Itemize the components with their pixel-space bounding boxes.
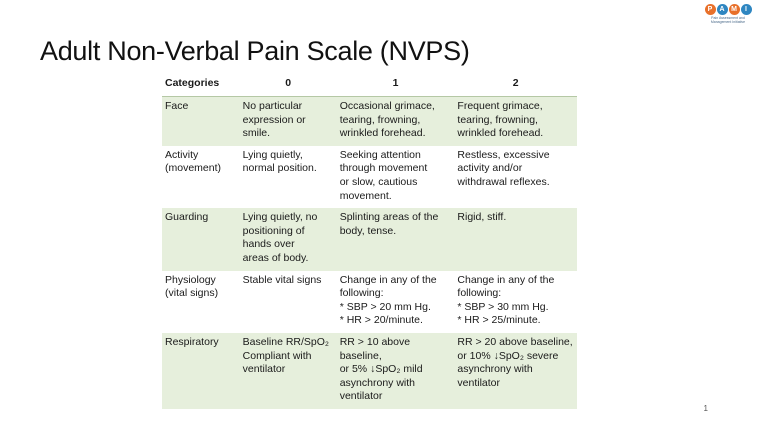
score-1-cell: Occasional grimace, tearing, frowning, w…: [336, 96, 455, 146]
table-row-activity: Activity (movement) Lying quietly, norma…: [162, 145, 577, 209]
category-cell: Guarding: [162, 208, 240, 271]
cell-text: Splinting areas of the body, tense.: [339, 211, 439, 237]
score-1-cell: Seeking attention through movement or sl…: [336, 145, 455, 209]
score-2-cell: Restless, excessive activity and/or with…: [454, 145, 577, 209]
category-label: Activity (movement): [165, 148, 222, 175]
table-row-guarding: Guarding Lying quietly, no positioning o…: [162, 208, 577, 271]
category-label: Guarding: [165, 211, 209, 224]
score-0-cell: Baseline RR/SpO₂ Compliant with ventilat…: [239, 332, 337, 409]
cell-text: Lying quietly, normal position.: [242, 148, 317, 175]
logo-tagline: Pain Assessment and Management Initiativ…: [710, 16, 746, 24]
score-2-cell: RR > 20 above baseline, or 10% ↓SpO₂ sev…: [454, 332, 577, 409]
category-cell: Activity (movement): [162, 145, 240, 209]
cell-text: Seeking attention through movement or sl…: [339, 148, 428, 202]
score-1-cell: Splinting areas of the body, tense.: [336, 208, 455, 271]
pami-logo: P A M I Pain Assessment and Management I…: [702, 4, 754, 28]
nvps-table: Categories 0 1 2 Face No particular expr…: [162, 74, 577, 409]
logo-badges: P A M I: [702, 4, 754, 15]
table-header-row: Categories 0 1 2: [162, 74, 577, 97]
page-number: 1: [703, 404, 708, 413]
cell-text: Lying quietly, no positioning of hands o…: [242, 211, 318, 264]
score-0-cell: Stable vital signs: [239, 270, 337, 333]
score-0-cell: No particular expression or smile.: [239, 96, 337, 146]
logo-letter: P: [704, 4, 716, 15]
header-score-2: 2: [454, 74, 577, 97]
category-cell: Face: [162, 96, 240, 146]
cell-text: RR > 10 above baseline, or 5% ↓SpO₂ mild…: [339, 335, 423, 403]
header-score-1: 1: [336, 74, 455, 97]
table-row-respiratory: Respiratory Baseline RR/SpO₂ Compliant w…: [162, 332, 577, 409]
score-0-cell: Lying quietly, normal position.: [239, 145, 337, 209]
score-2-cell: Frequent grimace, tearing, frowning, wri…: [454, 96, 577, 146]
cell-text: Stable vital signs: [242, 273, 322, 286]
cell-text: Baseline RR/SpO₂ Compliant with ventilat…: [242, 335, 330, 376]
logo-letter: I: [740, 4, 752, 15]
logo-letter: M: [728, 4, 740, 15]
score-1-cell: Change in any of the following: * SBP > …: [336, 270, 455, 333]
category-cell: Respiratory: [162, 332, 240, 409]
table-row-physiology: Physiology (vital signs) Stable vital si…: [162, 270, 577, 333]
logo-letter: A: [716, 4, 728, 15]
category-label: Face: [165, 100, 189, 112]
score-1-cell: RR > 10 above baseline, or 5% ↓SpO₂ mild…: [336, 332, 455, 409]
cell-text: Change in any of the following: * SBP > …: [339, 273, 437, 327]
table-row-face: Face No particular expression or smile. …: [162, 96, 577, 146]
cell-text: Frequent grimace, tearing, frowning, wri…: [457, 100, 544, 140]
header-score-0: 0: [239, 74, 337, 97]
category-label: Physiology (vital signs): [165, 273, 219, 300]
header-categories: Categories: [162, 74, 240, 97]
category-label: Respiratory: [165, 335, 219, 348]
score-0-cell: Lying quietly, no positioning of hands o…: [239, 208, 337, 271]
cell-text: Rigid, stiff.: [457, 211, 507, 224]
cell-text: RR > 20 above baseline, or 10% ↓SpO₂ sev…: [457, 335, 573, 389]
cell-text: Occasional grimace, tearing, frowning, w…: [339, 100, 435, 140]
category-cell: Physiology (vital signs): [162, 270, 240, 333]
cell-text: Restless, excessive activity and/or with…: [457, 148, 550, 188]
score-2-cell: Rigid, stiff.: [454, 208, 577, 271]
cell-text: Change in any of the following: * SBP > …: [457, 273, 555, 327]
cell-text: No particular expression or smile.: [242, 100, 306, 140]
score-2-cell: Change in any of the following: * SBP > …: [454, 270, 577, 333]
slide-title: Adult Non-Verbal Pain Scale (NVPS): [40, 36, 470, 66]
